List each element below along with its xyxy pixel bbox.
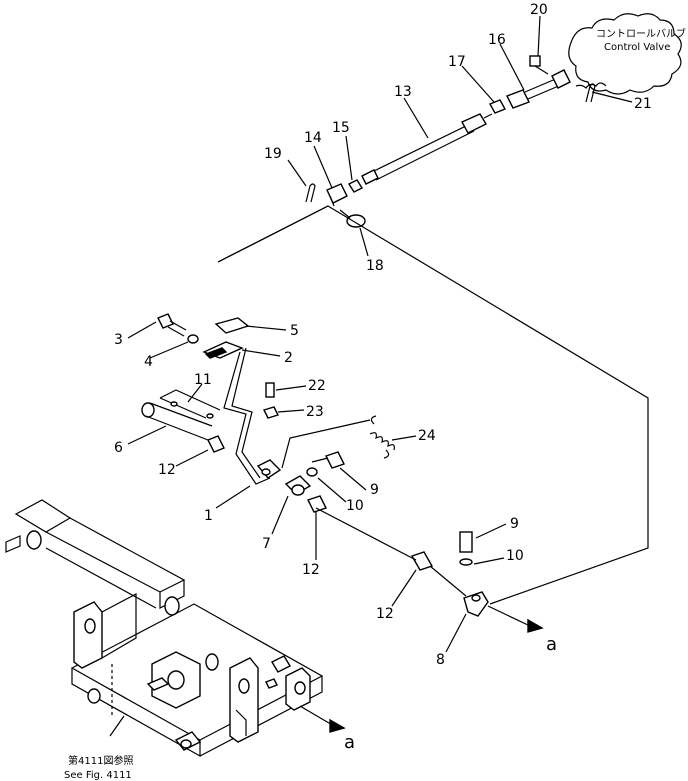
arrow-a-lower: a [344,732,355,753]
arrow-a-upper: a [546,634,557,655]
callout-10-middle: 10 [346,498,364,514]
callout-9-right: 9 [510,516,519,532]
callout-10-right: 10 [506,548,524,564]
callout-11: 11 [194,372,212,388]
callout-9-middle: 9 [370,482,379,498]
callout-12-right: 12 [376,606,394,622]
callout-14: 14 [304,130,322,146]
callout-16: 16 [488,32,506,48]
callout-6: 6 [114,440,123,456]
reference-label-en: See Fig. 4111 [64,770,132,781]
upper-linkage [305,55,607,228]
leader-lines [109,15,633,737]
callout-18: 18 [366,258,384,274]
control-valve-label-jp: コントロールバルブ [596,27,686,40]
callout-23: 23 [306,404,324,420]
callout-3: 3 [114,332,123,348]
callout-20: 20 [530,2,548,18]
base-frame [5,499,346,758]
callout-8: 8 [436,652,445,668]
assembly-outline [217,205,649,605]
callout-24: 24 [418,428,436,444]
callout-7: 7 [262,536,271,552]
callout-12-middle: 12 [302,562,320,578]
callout-5: 5 [290,323,299,339]
control-valve-cloud: コントロールバルブ Control Valve [568,13,686,95]
callout-12-left: 12 [158,462,176,478]
reference-label-jp: 第4111図参照 [68,754,133,767]
right-lever [429,531,544,633]
callout-13: 13 [394,84,412,100]
callout-1: 1 [204,508,213,524]
callout-numbers: 1 2 3 4 5 6 7 8 9 9 10 10 11 12 12 12 13… [114,2,652,668]
callout-15: 15 [332,120,350,136]
callout-22: 22 [308,378,326,394]
control-valve-label-en: Control Valve [604,42,670,53]
callout-2: 2 [284,350,293,366]
callout-21: 21 [634,96,652,112]
callout-19: 19 [264,146,282,162]
callout-17: 17 [448,54,466,70]
callout-4: 4 [144,354,153,370]
